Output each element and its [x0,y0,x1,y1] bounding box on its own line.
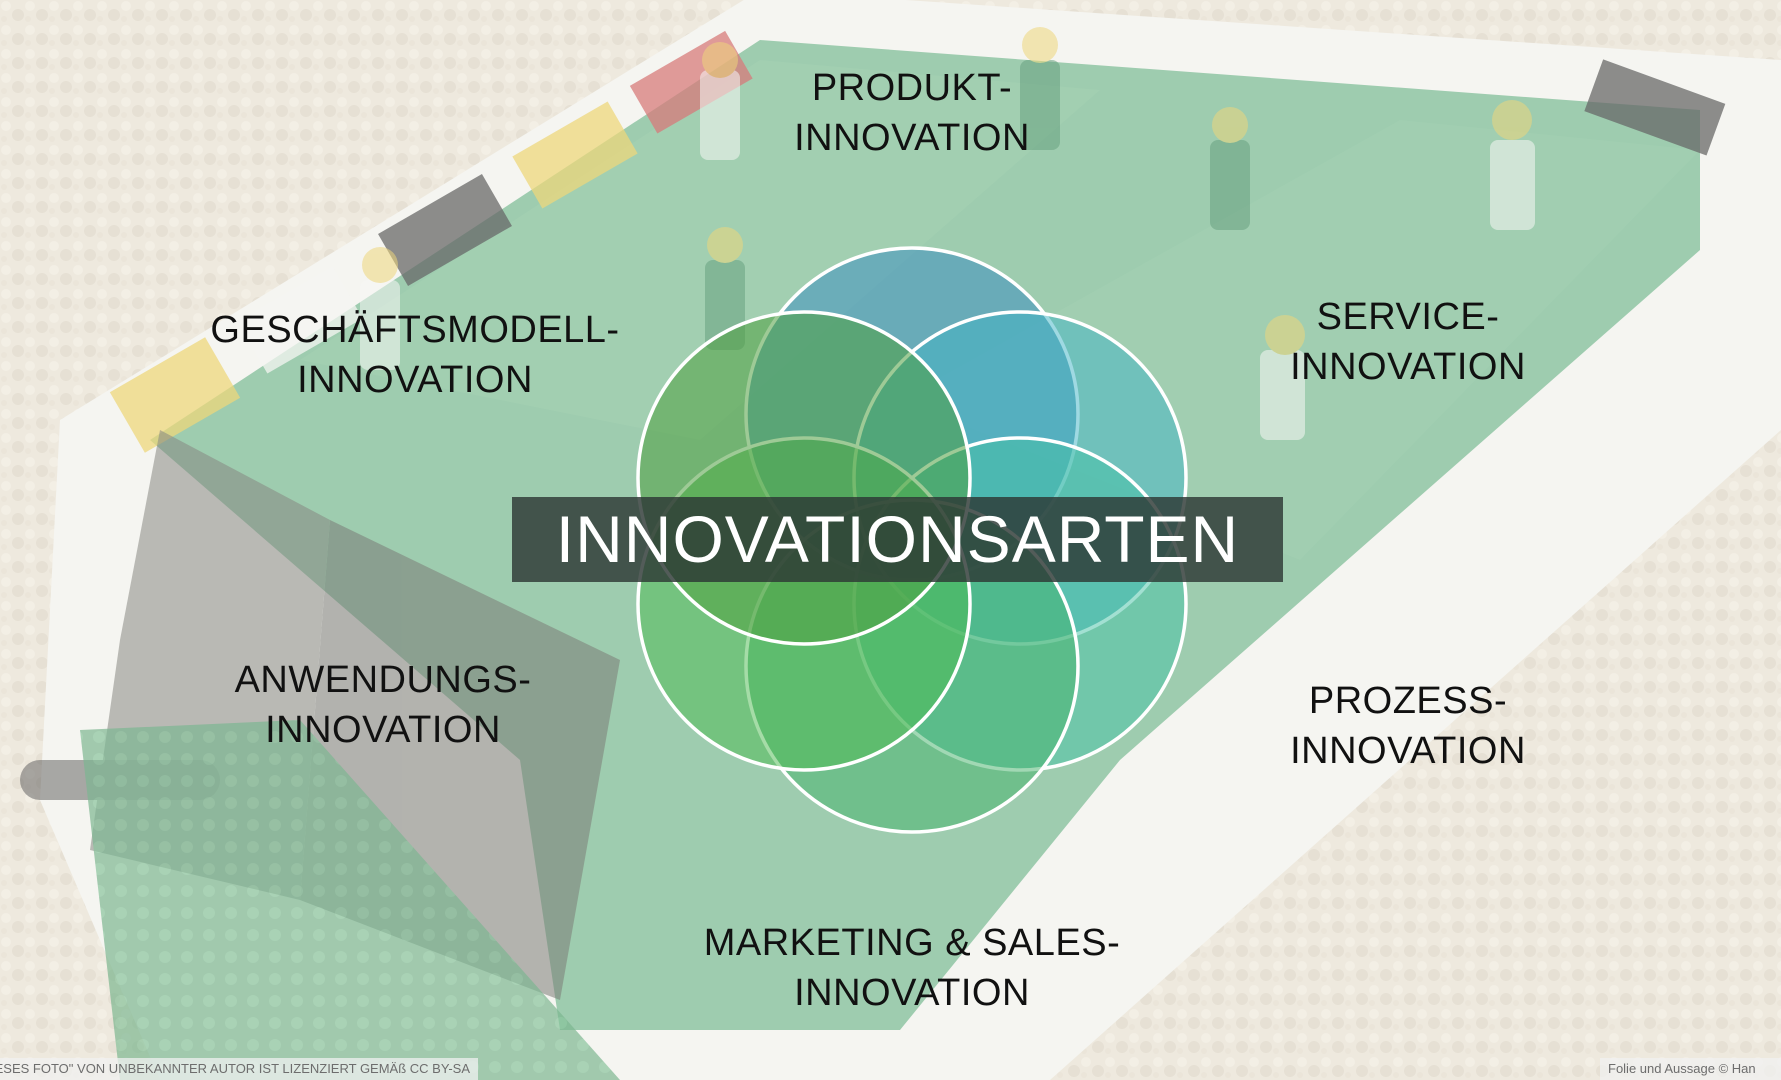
label-anwendungs-innovation: ANWENDUNGS- INNOVATION [235,655,532,755]
photo-credit: DIESES FOTO" VON UNBEKANNTER AUTOR IST L… [0,1058,478,1080]
label-line2: INNOVATION [794,117,1030,159]
label-service-innovation: SERVICE- INNOVATION [1290,292,1526,392]
slide-copyright: Folie und Aussage © Han [1600,1058,1781,1080]
label-line1: PROZESS- [1308,680,1508,722]
diagram-title: INNOVATIONSARTEN [555,502,1240,576]
label-line2: INNOVATION [297,359,533,401]
label-line1: SERVICE- [1316,296,1500,338]
label-marketing-sales-innovation: MARKETING & SALES- INNOVATION [704,918,1121,1018]
label-line2: INNOVATION [1290,346,1526,388]
label-line1: MARKETING & SALES- [703,922,1121,964]
title-bar [512,497,1283,582]
label-prozess-innovation: PROZESS- INNOVATION [1290,676,1526,776]
label-produkt-innovation: PRODUKT- INNOVATION [794,63,1030,163]
label-line1: ANWENDUNGS- [234,659,532,701]
label-line2: INNOVATION [265,709,501,751]
label-line1: GESCHÄFTSMODELL- [210,309,620,351]
label-line2: INNOVATION [1290,730,1526,772]
label-geschaeftsmodell-innovation: GESCHÄFTSMODELL- INNOVATION [210,305,619,405]
label-line2: INNOVATION [794,972,1030,1014]
label-line1: PRODUKT- [811,67,1013,109]
